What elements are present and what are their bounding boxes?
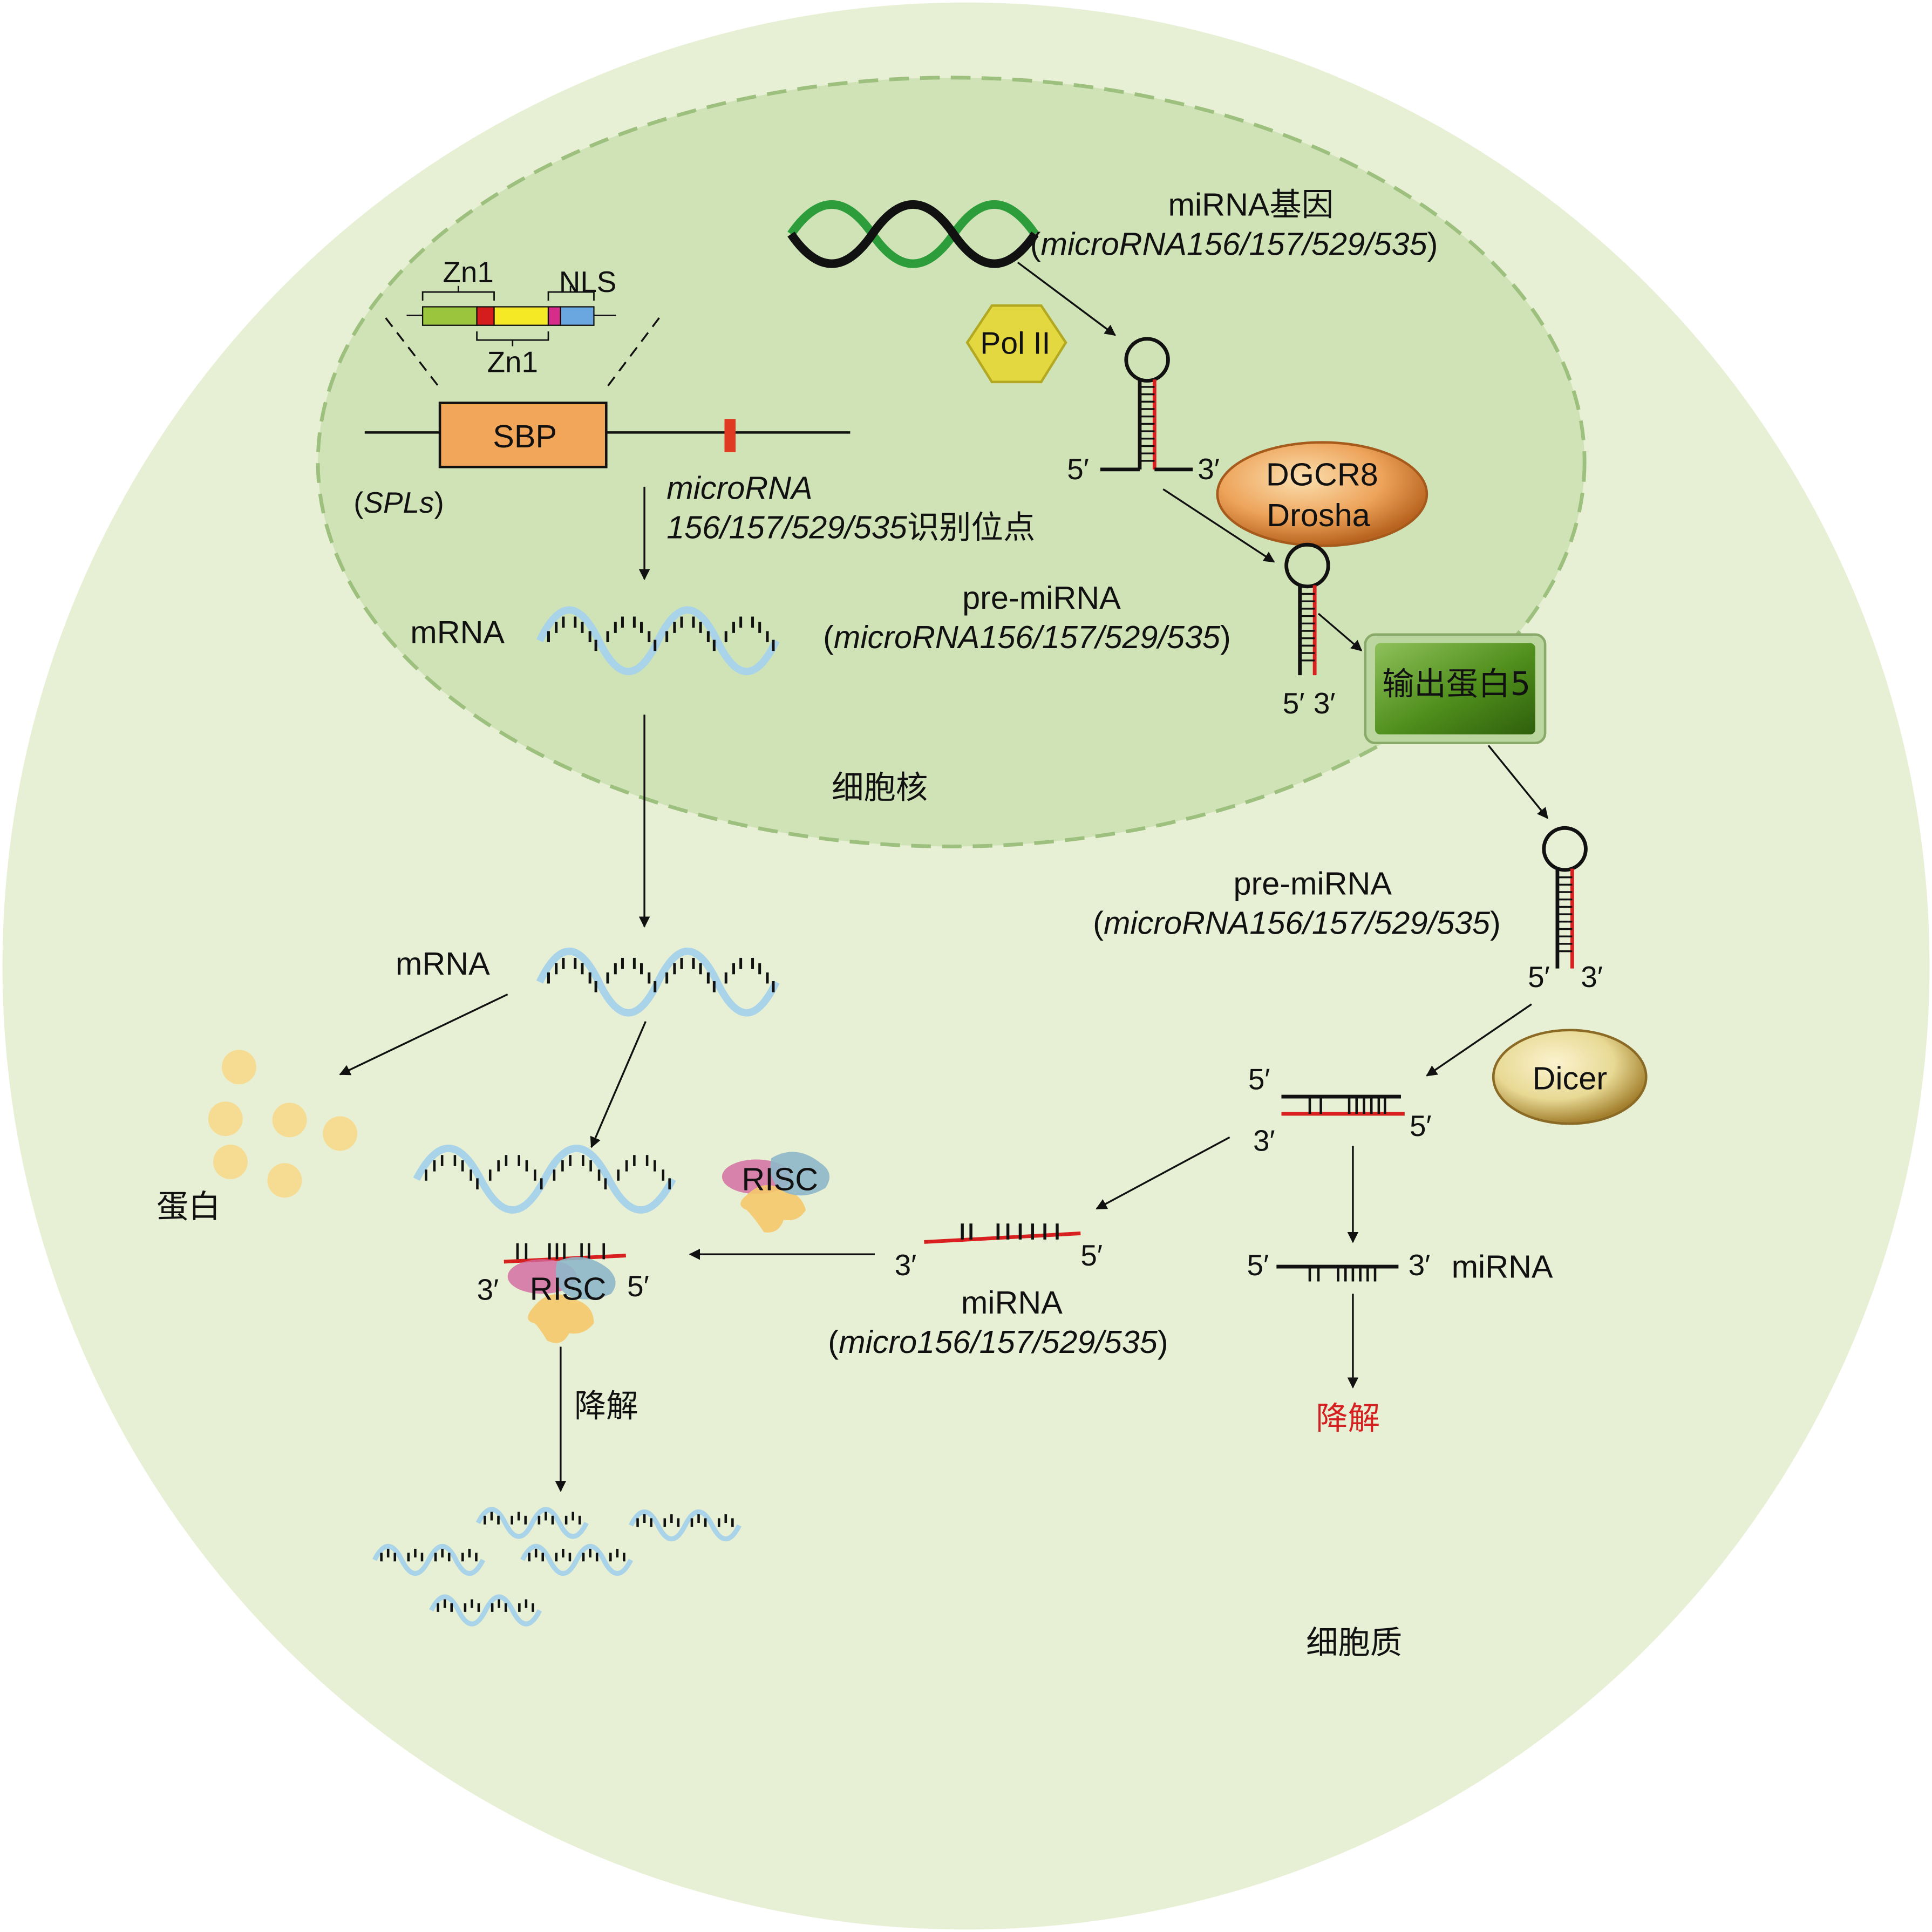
- mrna-nucleus-label: mRNA: [410, 614, 505, 650]
- mirna-gene-label: miRNA基因: [1168, 186, 1334, 223]
- pre-mirna-1-label: pre-miRNA: [962, 580, 1121, 616]
- degrade-red-label: 降解: [1316, 1399, 1380, 1437]
- arrow-duplex-to-mirna: [1096, 1136, 1230, 1210]
- pre-mirna-2-three: 3′: [1581, 960, 1603, 994]
- pre-mirna-hairpin-cytoplasm: [1542, 826, 1588, 969]
- svg-text:Drosha: Drosha: [1267, 497, 1370, 533]
- pre-mirna-2-five: 5′: [1528, 960, 1550, 994]
- mirna-recognition-site: [724, 419, 736, 452]
- pri-five-prime: 5′: [1067, 452, 1089, 486]
- mirna-three: 3′: [895, 1248, 917, 1282]
- star-three: 3′: [1409, 1248, 1431, 1282]
- mirna-five: 5′: [1080, 1239, 1103, 1272]
- arrow-transcription: [1017, 261, 1116, 336]
- mirna-sub-label: (micro156/157/529/535): [828, 1324, 1168, 1360]
- arrow-mrna-to-risc: [590, 1021, 647, 1148]
- arrow-export-cytoplasm: [1487, 745, 1548, 819]
- mature-mirna: [924, 1223, 1081, 1244]
- pre-mirna-2-sub: (microRNA156/157/529/535): [1093, 905, 1501, 941]
- spl-gene: Zn1 NLS Zn1 SBP (SPLs) microRNA 156/157/…: [353, 255, 1035, 546]
- pri-three-prime: 3′: [1198, 452, 1220, 486]
- protein-dots: [208, 1050, 358, 1198]
- duplex-three-left: 3′: [1253, 1124, 1275, 1157]
- mrna-cyto-label: mRNA: [396, 945, 490, 982]
- spls-label: (SPLs): [353, 486, 444, 519]
- duplex-five-left: 5′: [1248, 1062, 1270, 1096]
- risc-bound-label: RISC: [530, 1271, 607, 1307]
- zn1-top-label: Zn1: [443, 255, 493, 289]
- cytoplasm-mrna: [536, 948, 780, 1017]
- risc-three: 3′: [477, 1273, 499, 1307]
- degrade-label: 降解: [574, 1387, 638, 1425]
- site-label-line1: microRNA: [666, 470, 812, 506]
- nucleus-mrna: [536, 606, 780, 675]
- arrow-translation: [339, 993, 508, 1076]
- protein-label: 蛋白: [157, 1188, 221, 1225]
- arrow-to-exportin: [1317, 613, 1363, 651]
- sbp-label: SBP: [493, 418, 557, 454]
- mirna-gene-sub-label: (microRNA156/157/529/535): [1030, 226, 1438, 262]
- pre-mirna-1-three: 3′: [1314, 686, 1336, 720]
- nucleus-label: 细胞核: [832, 768, 928, 806]
- degraded-mrna-fragments: [372, 1507, 741, 1627]
- site-label-line2: 156/157/529/535识别位点: [666, 509, 1035, 546]
- exportin5: 输出蛋白5: [1364, 633, 1547, 745]
- pre-mirna-hairpin-nucleus: [1284, 542, 1330, 676]
- dicer-enzyme: Dicer: [1492, 1029, 1648, 1125]
- mirna-label: miRNA: [961, 1284, 1063, 1321]
- mirna-duplex: [1281, 1094, 1405, 1116]
- pol2-enzyme: Pol II: [965, 304, 1067, 384]
- duplex-five-right: 5′: [1410, 1109, 1432, 1142]
- nucleus-region: [316, 76, 1587, 848]
- risc-five: 5′: [627, 1269, 649, 1303]
- mirna-star-strand: [1276, 1264, 1399, 1282]
- nls-label: NLS: [559, 265, 617, 298]
- pre-mirna-1-sub: (microRNA156/157/529/535): [823, 619, 1231, 655]
- pri-mirna-hairpin: [1100, 337, 1193, 472]
- dgcr8-drosha-complex: DGCR8 Drosha: [1216, 441, 1428, 547]
- risc-target-complex: RISC: [413, 1145, 676, 1343]
- sbp-box: [438, 402, 608, 468]
- svg-text:输出蛋白5: 输出蛋白5: [1382, 665, 1530, 703]
- risc-complex-free: RISC: [722, 1152, 830, 1233]
- pre-mirna-2-label: pre-miRNA: [1233, 866, 1392, 902]
- star-five: 5′: [1247, 1248, 1269, 1282]
- svg-text:Dicer: Dicer: [1532, 1060, 1607, 1096]
- arrow-to-dicer: [1426, 1003, 1532, 1077]
- svg-text:DGCR8: DGCR8: [1266, 457, 1378, 493]
- star-mirna-label: miRNA: [1452, 1249, 1553, 1285]
- svg-text:Pol II: Pol II: [980, 326, 1050, 360]
- pre-mirna-1-five: 5′: [1283, 686, 1305, 720]
- arrow-drosha-cleavage: [1162, 488, 1275, 563]
- zn1-bottom-label: Zn1: [487, 345, 538, 379]
- svg-text:RISC: RISC: [741, 1161, 818, 1198]
- mirna-gene-dna: [787, 200, 1039, 268]
- cytoplasm-label: 细胞质: [1306, 1624, 1402, 1661]
